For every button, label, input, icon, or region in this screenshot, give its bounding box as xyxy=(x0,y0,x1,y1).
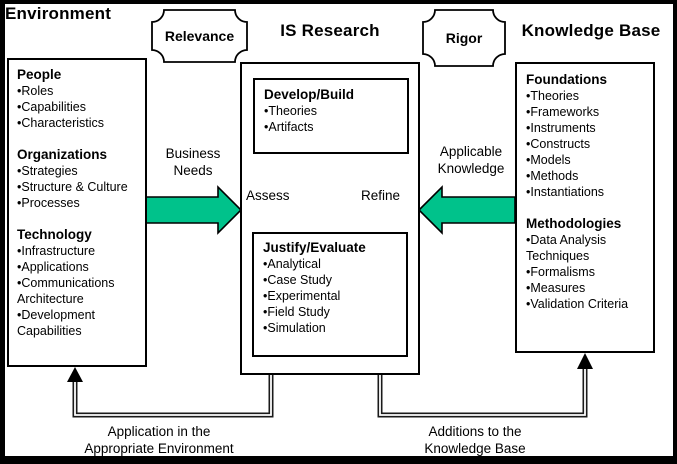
business-needs-label: Business Needs xyxy=(165,146,221,178)
assess-label: Assess xyxy=(246,188,290,203)
environment-section-people: People •Roles •Capabilities •Characteris… xyxy=(17,66,143,131)
knowledge-base-title: Knowledge Base xyxy=(521,21,661,40)
list-item: •Simulation xyxy=(263,321,326,335)
application-feedback-label: Application in the Appropriate Environme… xyxy=(84,424,234,456)
list-item: •Experimental xyxy=(263,289,341,303)
section-heading: Develop/Build xyxy=(264,87,355,102)
knowledge-base-section-foundations: Foundations •Theories •Frameworks •Instr… xyxy=(526,71,651,200)
list-item: •Applications xyxy=(17,260,89,274)
section-heading: Foundations xyxy=(526,72,607,87)
is-research-title: IS Research xyxy=(280,21,380,40)
list-item: •Processes xyxy=(17,196,80,210)
section-heading: Technology xyxy=(17,227,92,242)
list-item: •Frameworks xyxy=(526,105,600,119)
additions-feedback-label: Additions to the Knowledge Base xyxy=(424,424,526,456)
list-item: •Field Study xyxy=(263,305,330,319)
section-heading: Organizations xyxy=(17,147,108,162)
rigor-badge: Rigor xyxy=(445,30,483,46)
list-item: •Infrastructure xyxy=(17,244,96,258)
list-item: •Case Study xyxy=(263,273,332,287)
refine-label: Refine xyxy=(361,188,401,203)
list-item: •Constructs xyxy=(526,137,591,151)
list-item: •Analytical xyxy=(263,257,321,271)
business-needs-arrow-icon xyxy=(145,185,243,235)
environment-panel: People •Roles •Capabilities •Characteris… xyxy=(7,58,147,367)
list-item: •Instruments xyxy=(526,121,596,135)
list-item: •Formalisms xyxy=(526,265,595,279)
list-item: Techniques xyxy=(526,249,590,263)
environment-section-technology: Technology •Infrastructure •Applications… xyxy=(17,226,143,339)
knowledge-base-panel: Foundations •Theories •Frameworks •Instr… xyxy=(515,62,655,353)
section-heading: People xyxy=(17,67,62,82)
list-item: •Validation Criteria xyxy=(526,297,629,311)
list-item: •Strategies xyxy=(17,164,78,178)
list-item: •Communications xyxy=(17,276,115,290)
list-item: •Measures xyxy=(526,281,586,295)
list-item: •Models xyxy=(526,153,571,167)
list-item: •Development xyxy=(17,308,96,322)
knowledge-base-section-methodologies: Methodologies •Data Analysis Techniques … xyxy=(526,215,651,312)
section-heading: Justify/Evaluate xyxy=(263,240,366,255)
list-item: •Methods xyxy=(526,169,579,183)
list-item: •Characteristics xyxy=(17,116,105,130)
list-item: •Data Analysis xyxy=(526,233,607,247)
list-item: •Artifacts xyxy=(264,120,314,134)
list-item: Capabilities xyxy=(17,324,82,338)
environment-section-organizations: Organizations •Strategies •Structure & C… xyxy=(17,146,143,211)
develop-build-box: Develop/Build •Theories •Artifacts xyxy=(253,78,409,154)
list-item: •Instantiations xyxy=(526,185,605,199)
list-item: Architecture xyxy=(17,292,84,306)
list-item: •Capabilities xyxy=(17,100,86,114)
list-item: •Theories xyxy=(526,89,580,103)
justify-evaluate-box: Justify/Evaluate •Analytical •Case Study… xyxy=(252,232,408,357)
relevance-badge: Relevance xyxy=(164,28,235,44)
applicable-knowledge-arrow-icon xyxy=(417,185,516,235)
environment-title: Environment xyxy=(5,4,112,23)
section-heading: Methodologies xyxy=(526,216,622,231)
list-item: •Theories xyxy=(264,104,318,118)
list-item: •Structure & Culture xyxy=(17,180,128,194)
list-item: •Roles xyxy=(17,84,54,98)
applicable-knowledge-label: Applicable Knowledge xyxy=(437,144,505,176)
